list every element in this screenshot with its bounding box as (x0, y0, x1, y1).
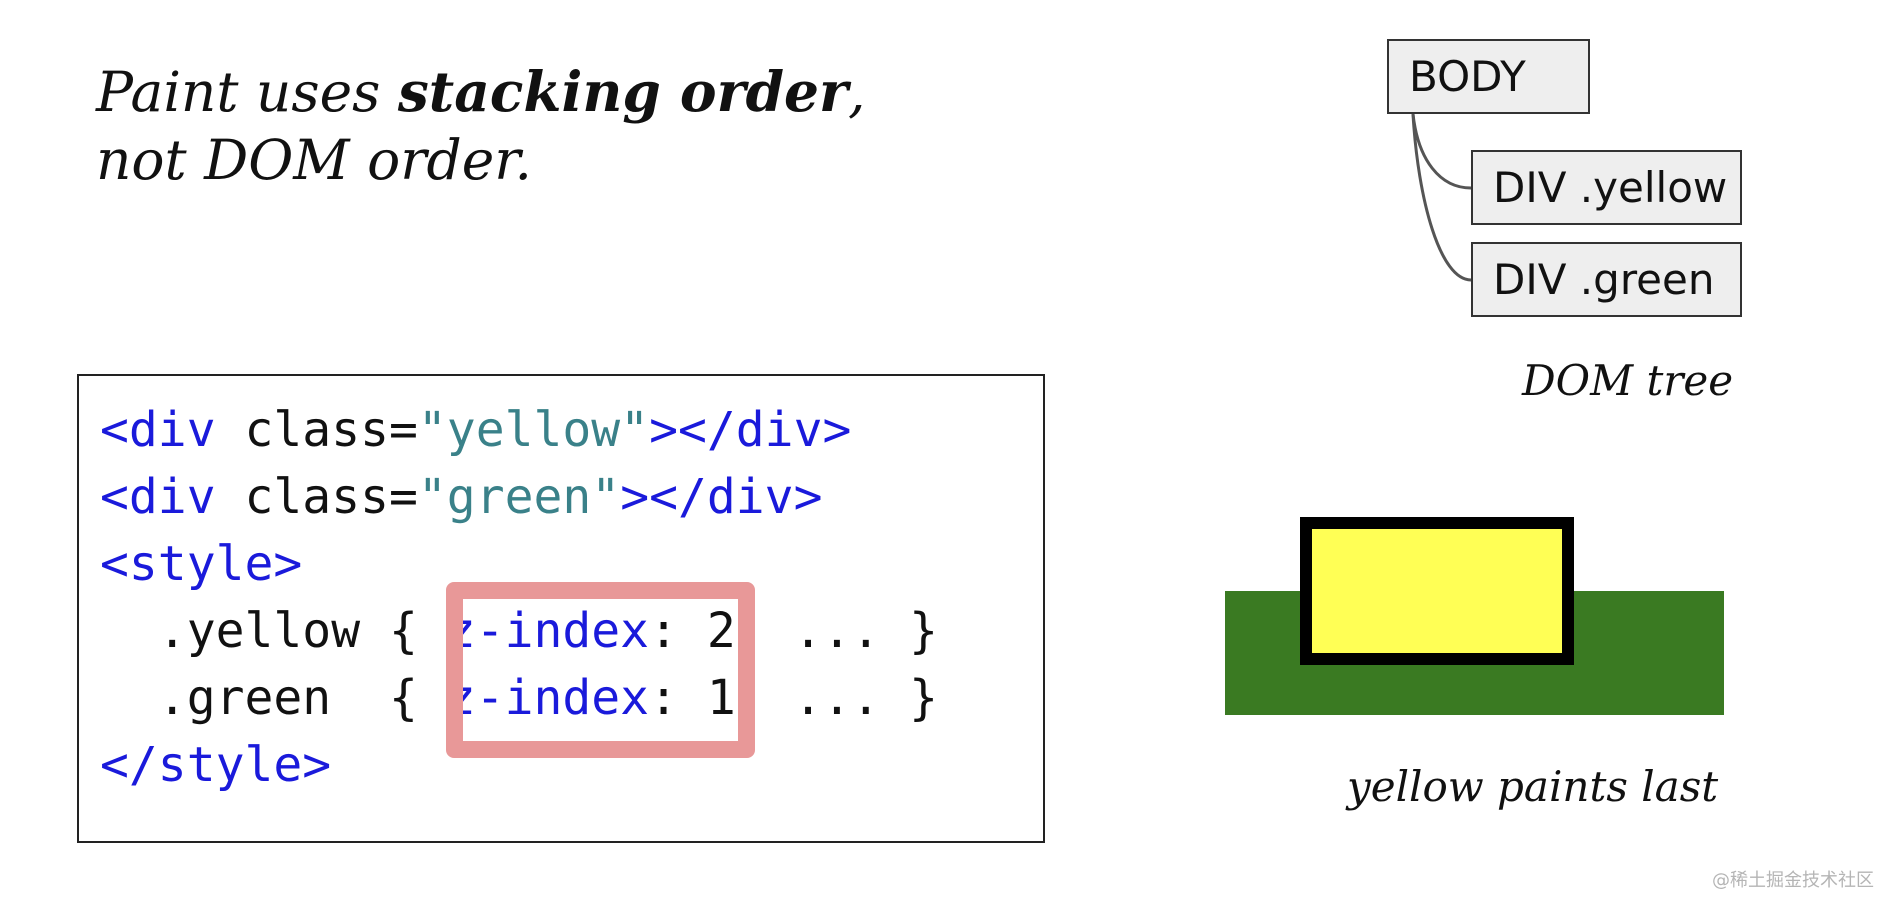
headline-text: Paint uses (96, 60, 398, 124)
code-value: : 2; ... } (649, 603, 939, 659)
headline-emphasis: stacking order (397, 59, 849, 124)
code-line-1: <div class="yellow"></div> (100, 397, 851, 463)
z-index-highlight (446, 582, 755, 758)
headline-line-1: Paint uses stacking order, (96, 58, 866, 126)
code-block: <div class="yellow"></div> <div class="g… (77, 374, 1045, 843)
code-tag: <div (100, 402, 216, 458)
yellow-box (1300, 517, 1574, 665)
paint-caption: yellow paints last (1347, 762, 1719, 811)
code-attr: class= (215, 402, 418, 458)
code-tag: ></div> (649, 402, 852, 458)
code-line-2: <div class="green"></div> (100, 464, 822, 530)
code-property: z-index (446, 603, 650, 659)
headline-line-2: not DOM order. (96, 128, 532, 192)
code-tag: <div (100, 469, 216, 525)
dom-tree-caption: DOM tree (1522, 356, 1734, 405)
code-line-4: .yellow { z-index: 2; ... } (100, 598, 938, 664)
tree-node-div-yellow: DIV .yellow (1471, 150, 1742, 225)
slide-headline: Paint uses stacking order, not DOM order… (96, 58, 866, 194)
code-value: : 1; ... } (649, 670, 939, 726)
code-line-3: <style> (100, 536, 303, 592)
tree-node-div-green: DIV .green (1471, 242, 1742, 317)
code-selector: .yellow { (100, 603, 447, 659)
code-selector: .green { (100, 670, 447, 726)
code-line-5: .green { z-index: 1; ... } (100, 665, 938, 731)
code-line-6: </style> (100, 737, 332, 793)
headline-punctuation: , (848, 60, 866, 124)
code-tag: ></div> (620, 469, 823, 525)
code-string: "green" (417, 469, 621, 525)
tree-node-body: BODY (1387, 39, 1590, 114)
connector-body-green (1411, 113, 1472, 282)
code-string: "yellow" (417, 402, 650, 458)
code-attr: class= (215, 469, 418, 525)
watermark: @稀土掘金技术社区 (1712, 870, 1874, 891)
code-property: z-index (446, 670, 650, 726)
connector-body-yellow (1411, 113, 1472, 190)
